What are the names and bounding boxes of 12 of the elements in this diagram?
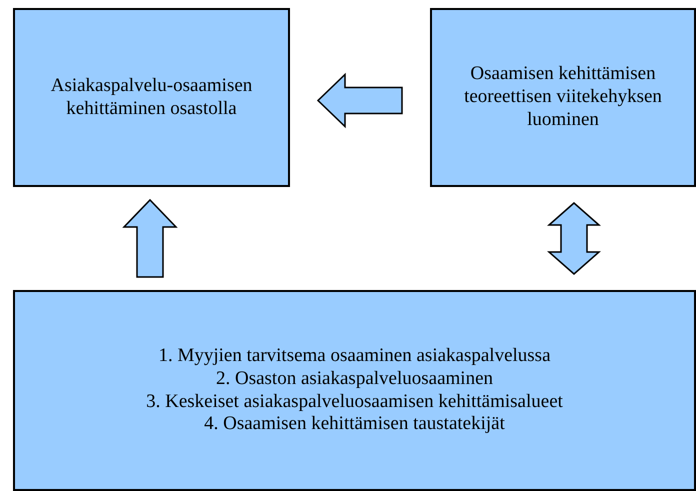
process-box	[13, 8, 290, 187]
block-arrow	[122, 198, 178, 278]
process-box	[430, 8, 696, 187]
box-text: 3. Keskeiset asiakaspalveluosaamisen kehittämisalueet	[146, 390, 563, 414]
block-arrow	[316, 72, 403, 128]
box-text: Asiakaspalvelu-osaamisen kehittäminen osastolla	[50, 74, 254, 120]
box-text: 1. Myyjien tarvitsema osaaminen asiakaspalvelussa	[158, 344, 551, 368]
process-box	[13, 290, 696, 491]
box-text: Osaamisen kehittämisen teoreettisen viitekehyksen luominen	[463, 63, 663, 132]
double-block-arrow	[547, 202, 601, 275]
box-text: 4. Osaamisen kehittämisen taustatekijät	[204, 413, 505, 436]
box-text: 2. Osaston asiakaspalveluosaaminen	[216, 368, 493, 390]
